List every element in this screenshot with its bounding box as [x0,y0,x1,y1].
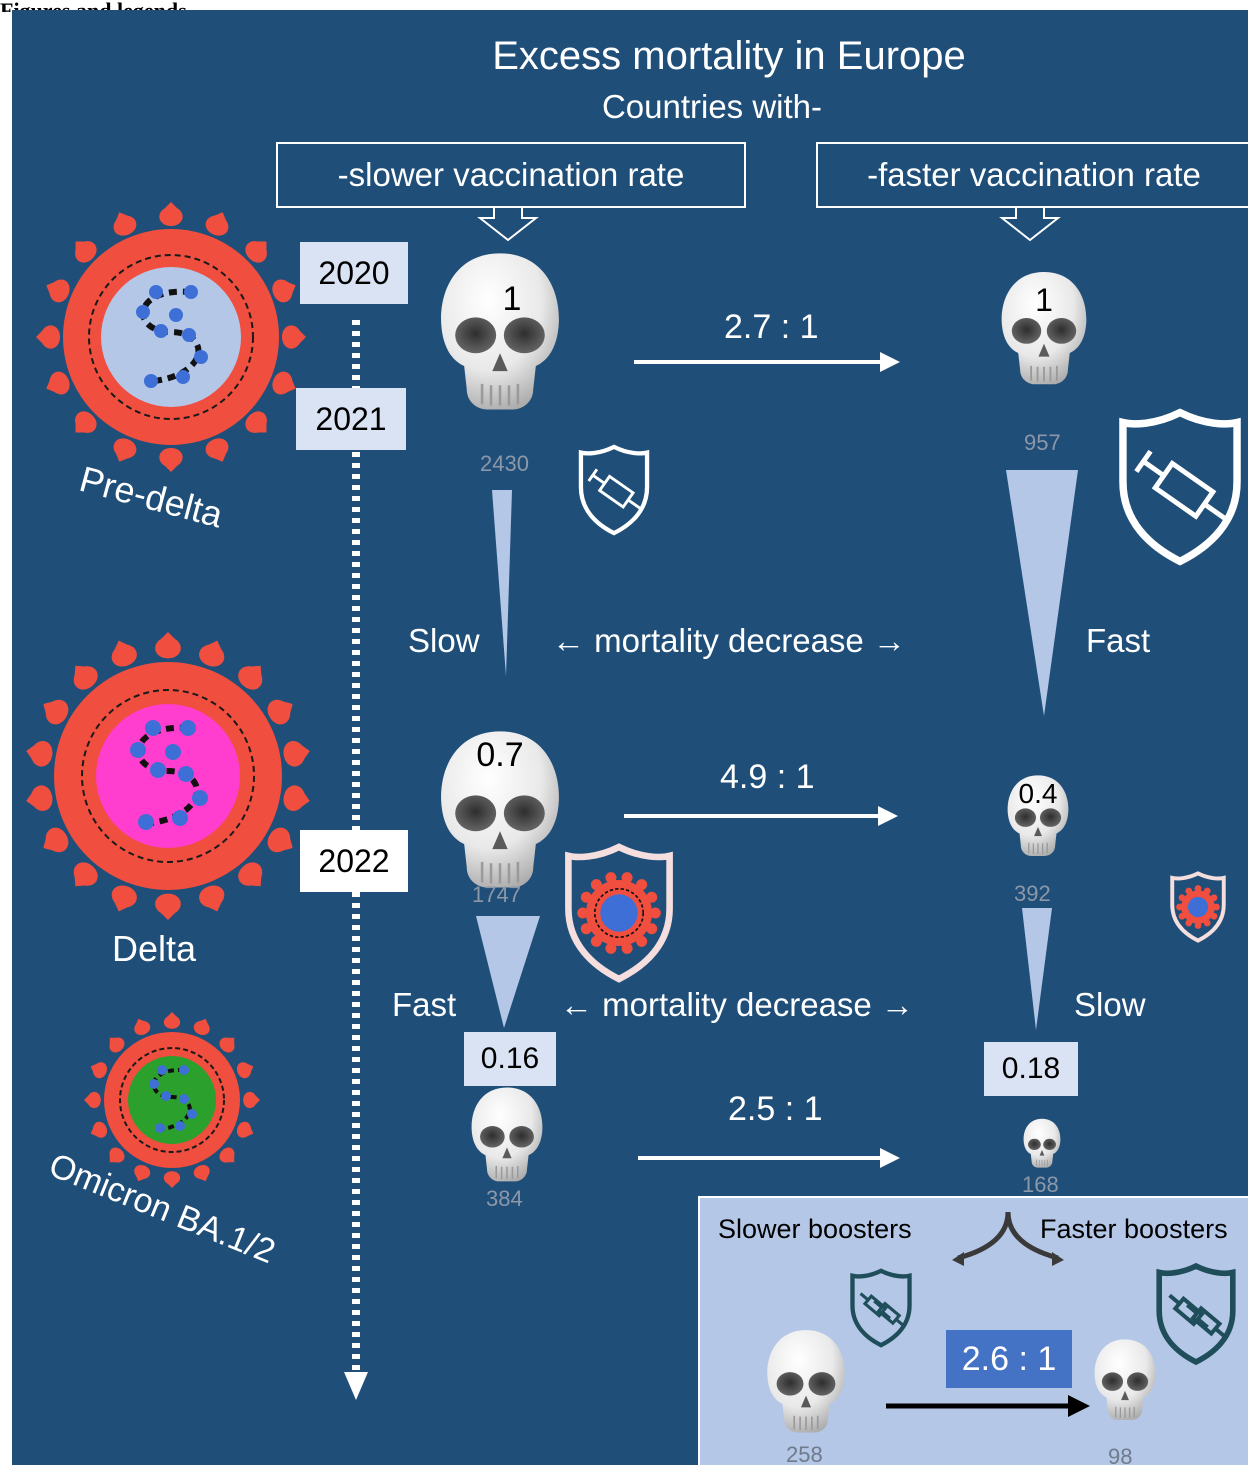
vaccine-shield-icon [578,444,650,536]
ratio-2020: 2.7 : 1 [724,308,819,346]
faster-vaccination-box: -faster vaccination rate [816,142,1248,208]
figure-heading: Figures and legends [0,0,187,12]
virus-shield-icon [565,843,673,983]
fast-count-2022: 168 [1022,1172,1059,1197]
ratio-arrow [638,1148,900,1168]
fast-value-2021: 0.4 [1018,778,1058,809]
fast-count-2021: 392 [1014,881,1051,906]
fast-decrease-wedge [476,916,540,1028]
slower-booster-count: 258 [786,1442,823,1465]
delta-virus-icon [23,632,313,920]
booster-ratio-arrow [886,1395,1090,1417]
speed-label-slow-2022: Slow [1074,986,1146,1023]
timeline-arrow [344,320,368,1400]
slow-value-2020: 1 [502,280,522,318]
fast-decrease-wedge [1006,470,1078,716]
slow-value-2021: 0.7 [476,736,524,774]
vaccine-shield-icon [1119,408,1241,566]
slower-vaccination-box: -slower vaccination rate [276,142,746,208]
slow-decrease-wedge [1022,908,1052,1030]
split-arrow [952,1211,1064,1266]
slow-count-2021: 1747 [472,882,521,907]
omicron-virus-icon [84,1012,260,1188]
figure-subtitle: Countries with- [601,88,823,125]
virus-shield-icon [1170,871,1226,943]
year-2020: 2020 [300,242,408,304]
booster-shield-icon [850,1268,912,1348]
fast-count-2020: 957 [1024,430,1061,455]
faster-boosters-label: Faster boosters [1040,1214,1228,1244]
slow-count-2022: 384 [486,1186,523,1211]
fast-value-2022: 0.18 [984,1042,1078,1096]
speed-label-fast-2021: Fast [1086,622,1151,659]
ratio-2021: 4.9 : 1 [720,758,815,796]
year-2021: 2021 [296,388,406,450]
skull-icon [1022,1118,1062,1170]
predelta-virus-icon [36,202,306,472]
slow-decrease-wedge [492,490,512,676]
skull-icon [468,1086,546,1186]
mortality-decrease-2021: ← mortality decrease → [552,622,906,659]
mortality-decrease-2022: ← mortality decrease → [560,986,914,1023]
year-2022: 2022 [300,830,408,892]
variant-label-delta: Delta [112,928,197,969]
speed-label-slow-2021: Slow [408,622,480,659]
ratio-2022: 2.5 : 1 [728,1090,823,1128]
speed-label-fast-2022: Fast [392,986,457,1023]
slow-value-2022: 0.16 [464,1032,556,1086]
group-arrows [477,206,1061,242]
ratio-arrow [634,352,900,372]
ratio-arrow [624,806,898,826]
skull-icon [764,1328,848,1438]
figure-panel: Excess mortality in Europe Countries wit… [12,10,1248,1465]
booster-ratio: 2.6 : 1 [946,1330,1072,1388]
figure-title: Excess mortality in Europe [492,34,966,78]
slower-boosters-label: Slower boosters [718,1214,912,1244]
faster-booster-count: 98 [1108,1444,1133,1465]
skull-icon [436,250,564,418]
booster-shield-icon [1156,1262,1236,1366]
booster-inset: Slower boosters Faster boosters 258 98 [698,1196,1248,1465]
slow-count-2020: 2430 [480,451,529,476]
fast-value-2020: 1 [1035,282,1053,318]
